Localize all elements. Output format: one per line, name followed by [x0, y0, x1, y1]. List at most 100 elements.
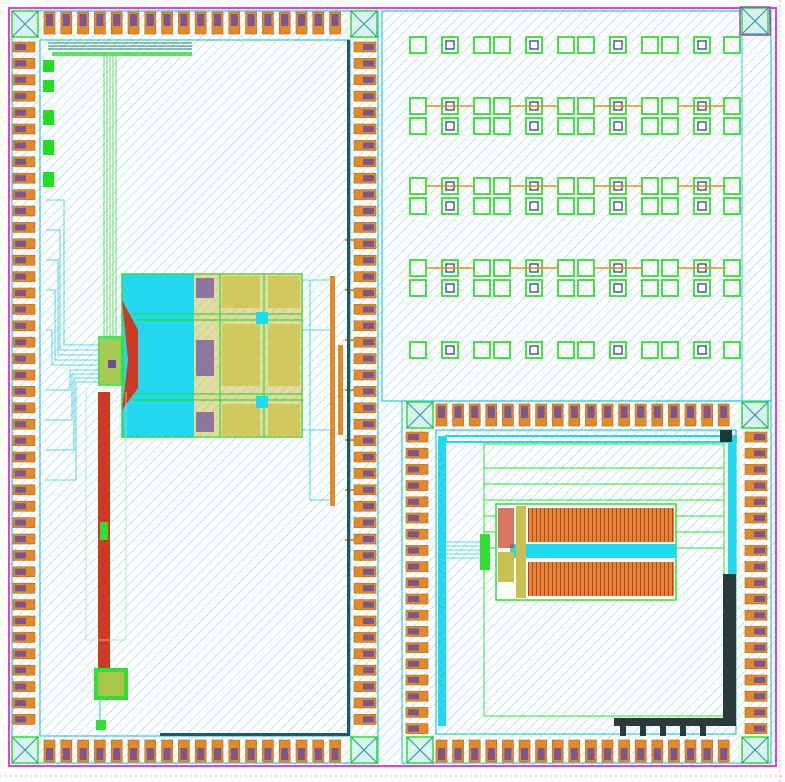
array-cell — [693, 36, 711, 54]
io-pad — [161, 11, 173, 35]
array-cell — [609, 36, 627, 54]
array-cell — [557, 97, 575, 115]
io-pad — [353, 254, 377, 266]
io-pad — [262, 739, 274, 763]
array-cell — [661, 36, 679, 54]
io-pad — [12, 681, 36, 692]
array-cell — [525, 279, 543, 297]
io-pad — [12, 599, 36, 610]
io-pad — [12, 435, 36, 446]
io-pad — [12, 418, 36, 430]
array-cell — [473, 97, 491, 115]
array-cell — [661, 197, 679, 215]
io-pad — [12, 353, 36, 364]
io-pad — [502, 739, 514, 763]
array-cell — [641, 279, 659, 297]
array-cell — [493, 341, 511, 359]
io-pad — [405, 447, 429, 459]
io-pad — [353, 353, 377, 364]
io-pad — [518, 739, 531, 763]
io-pad — [353, 484, 377, 496]
io-pad — [568, 403, 581, 427]
io-pad — [77, 739, 89, 763]
array-cell — [493, 177, 511, 195]
io-pad — [12, 632, 36, 643]
outer-boundary — [8, 7, 777, 767]
array-cell — [525, 341, 543, 359]
io-pad — [43, 739, 56, 763]
io-pad — [717, 403, 730, 427]
io-pad — [651, 739, 664, 763]
io-pad — [228, 11, 241, 35]
io-pad — [353, 205, 377, 217]
io-pad — [144, 11, 157, 35]
io-pad — [94, 739, 106, 763]
io-pad — [12, 41, 36, 53]
array-cell — [473, 117, 491, 135]
array-cell — [557, 117, 575, 135]
io-pad — [353, 648, 377, 660]
array-cell — [473, 259, 491, 277]
io-pad — [405, 674, 429, 686]
array-cell — [641, 341, 659, 359]
io-pad — [744, 690, 768, 702]
io-pad — [601, 403, 614, 427]
io-pad — [110, 11, 123, 35]
io-pad — [744, 480, 768, 491]
io-pad — [353, 468, 377, 479]
io-pad — [353, 222, 377, 233]
io-pad — [353, 418, 377, 430]
io-pad — [353, 271, 377, 282]
io-pad — [353, 287, 377, 299]
array-cell — [609, 341, 627, 359]
array-cell — [661, 177, 679, 195]
io-pad — [353, 500, 377, 512]
io-pad — [353, 451, 377, 463]
io-pad — [668, 739, 680, 763]
io-pad — [12, 58, 36, 69]
io-pad — [744, 528, 768, 540]
io-pad — [228, 739, 241, 763]
io-pad — [12, 533, 36, 545]
io-pad — [405, 577, 429, 589]
io-pad — [60, 739, 73, 763]
io-pad — [518, 403, 531, 427]
array-cell — [661, 97, 679, 115]
io-pad — [12, 123, 36, 135]
io-pad — [405, 496, 429, 508]
io-pad — [744, 496, 768, 508]
io-pad — [12, 615, 36, 627]
io-pad — [12, 369, 36, 381]
io-pad — [295, 11, 308, 35]
io-pad — [278, 739, 291, 763]
io-pad — [178, 11, 190, 35]
array-cell — [693, 197, 711, 215]
array-cell — [557, 177, 575, 195]
io-pad — [353, 714, 377, 725]
io-pad — [353, 566, 377, 578]
array-cell — [641, 117, 659, 135]
array-cell — [441, 36, 459, 54]
io-pad — [353, 533, 377, 545]
io-pad — [353, 336, 377, 348]
left-die-pad-ring — [12, 11, 377, 763]
io-pad — [178, 739, 190, 763]
io-pad — [329, 11, 341, 35]
io-pad — [353, 550, 377, 561]
io-pad — [353, 386, 377, 397]
io-pad — [12, 566, 36, 578]
io-pad — [744, 658, 768, 670]
io-pad — [245, 11, 257, 35]
io-pad — [353, 664, 377, 676]
io-pad — [329, 739, 341, 763]
io-pad — [12, 287, 36, 299]
io-pad — [405, 464, 429, 475]
io-pad — [245, 739, 257, 763]
array-cell — [577, 97, 595, 115]
array-cell — [693, 279, 711, 297]
array-cell — [577, 259, 595, 277]
array-cell — [409, 97, 427, 115]
io-pad — [405, 561, 429, 572]
io-pad — [12, 468, 36, 479]
io-pad — [353, 238, 377, 250]
